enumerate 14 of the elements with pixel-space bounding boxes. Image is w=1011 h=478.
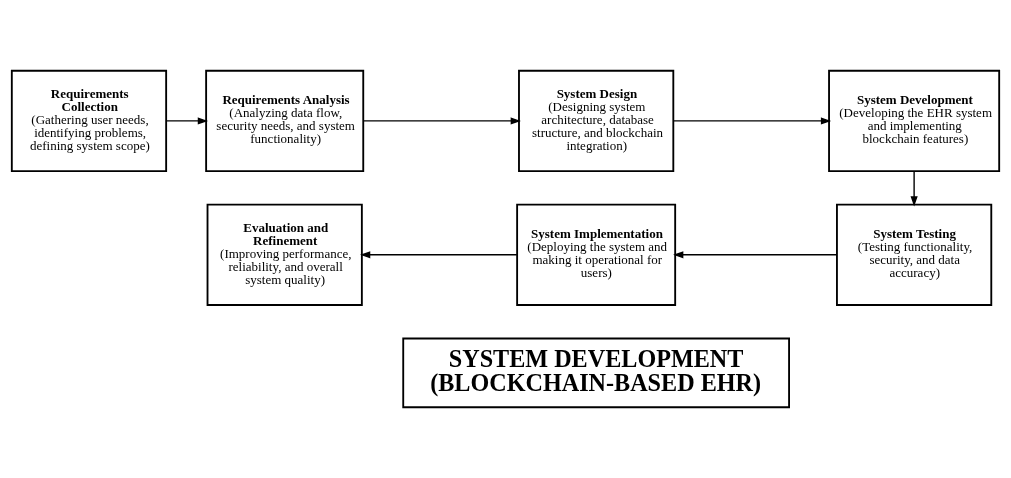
arrow <box>362 117 521 125</box>
arrow <box>360 251 518 259</box>
arrow <box>673 251 838 259</box>
arrow <box>910 170 918 207</box>
node-box: System Testing (Testing functionality, security, and data accuracy) <box>836 203 993 306</box>
node-box: Requirements Collection (Gathering user needs, identifying problems, defining system scope) <box>10 69 168 173</box>
node-box: System Implementation (Deploying the system and making it operational for users) <box>516 203 677 306</box>
node-box: Requirements Analysis (Analyzing data flow, security needs, and system functionality) <box>205 69 365 173</box>
node-box: Evaluation and Refinement (Improving performance, reliability, and overall system quality) <box>206 203 363 306</box>
node-box: SYSTEM DEVELOPMENT (BLOCKCHAIN-BASED EHR) <box>402 337 790 409</box>
node-box: System Design (Designing system architecture, database structure, and blockchain integration) <box>518 69 675 173</box>
arrow <box>165 117 208 125</box>
arrow <box>672 117 832 125</box>
node-box: System Development (Developing the EHR system and implementing blockchain features) <box>828 69 1001 173</box>
